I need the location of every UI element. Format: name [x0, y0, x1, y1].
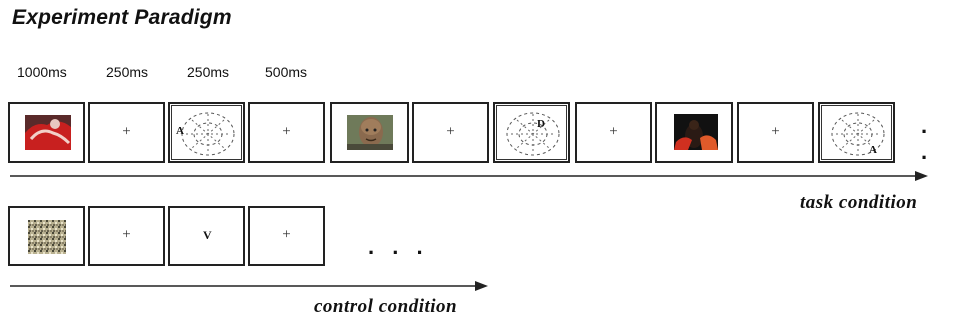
scrambled-picture-frame	[8, 206, 85, 266]
fixation-frame: +	[575, 102, 652, 163]
emotional-picture-3	[674, 114, 718, 150]
target-letter: A	[176, 125, 184, 137]
fixation-cross: +	[282, 226, 291, 243]
timing-label-blank: 500ms	[265, 64, 308, 80]
timing-label-target: 250ms	[187, 64, 230, 80]
target-frame: A	[818, 102, 895, 163]
timing-label-picture: 1000ms	[17, 64, 67, 80]
continuation-dots: . .	[921, 113, 934, 164]
dashed-circle-array	[181, 112, 235, 156]
target-letter: D	[537, 118, 545, 130]
fixation-cross: +	[446, 123, 455, 140]
task-arrowhead	[915, 171, 928, 181]
emotional-picture-2	[347, 115, 393, 150]
fixation-frame: +	[88, 206, 165, 266]
target-frame: D	[493, 102, 570, 163]
fixation-frame: +	[412, 102, 489, 163]
continuation-dots: . . .	[368, 234, 429, 259]
picture-frame	[655, 102, 733, 163]
control-arrowhead	[475, 281, 488, 291]
fixation-cross: +	[771, 123, 780, 140]
target-frame: A	[168, 102, 245, 163]
fixation-cross: +	[122, 123, 131, 140]
fixation-frame: +	[248, 102, 325, 163]
control-target-frame: V	[168, 206, 245, 266]
fixation-frame: +	[248, 206, 325, 266]
picture-frame	[330, 102, 409, 163]
scrambled-picture	[28, 220, 66, 254]
fixation-frame: +	[737, 102, 814, 163]
picture-frame	[8, 102, 85, 163]
dashed-circle-array	[506, 112, 560, 156]
control-condition-label: control condition	[314, 296, 458, 317]
fixation-frame: +	[88, 102, 165, 163]
dashed-circle-array	[831, 112, 885, 156]
emotional-picture-1	[25, 115, 71, 150]
fixation-cross: +	[609, 123, 618, 140]
diagram-title: Experiment Paradigm	[12, 6, 232, 29]
task-condition-label: task condition	[800, 192, 918, 213]
control-target-letter: V	[203, 228, 212, 242]
fixation-cross: +	[282, 123, 291, 140]
target-letter: A	[869, 144, 877, 156]
timing-label-fixation: 250ms	[106, 64, 149, 80]
fixation-cross: +	[122, 226, 131, 243]
